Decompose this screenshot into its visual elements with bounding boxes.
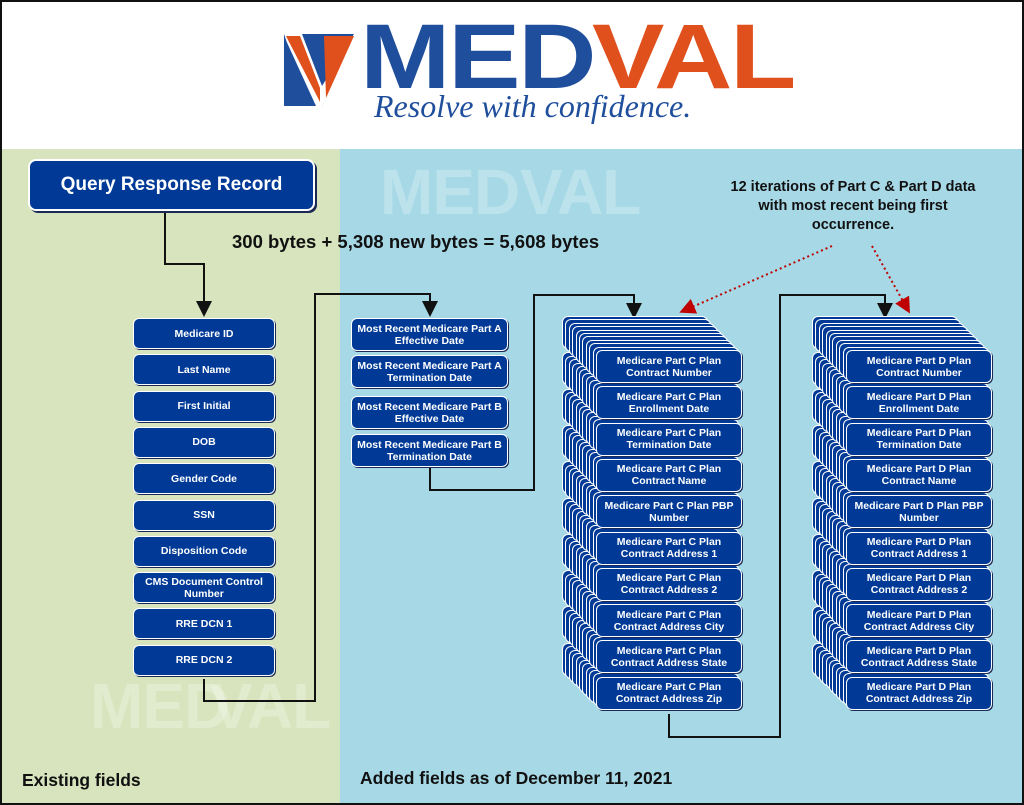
part-c-field-box: Medicare Part C Plan Enrollment Date [596, 386, 742, 420]
existing-field-box: RRE DCN 2 [133, 644, 275, 676]
part-d-field-box: Medicare Part D Plan Contract Number [846, 350, 992, 383]
part-c-field-box: Medicare Part C Plan PBP Number [596, 495, 742, 529]
part-d-field-box: Medicare Part D Plan Contract Address 2 [846, 567, 992, 601]
watermark-logo: MED [90, 670, 230, 742]
existing-field-box: SSN [133, 499, 275, 531]
logo-val-text: VAL [592, 6, 796, 108]
part-d-field-box: Medicare Part D Plan PBP Number [846, 495, 992, 529]
connector-fields-to-ab [203, 293, 438, 702]
existing-field-box: RRE DCN 1 [133, 608, 275, 640]
existing-field-box: Medicare ID [133, 318, 275, 349]
part-c-field-box: Medicare Part C Plan Contract Address St… [596, 640, 742, 674]
callout-arrow-part-d [871, 245, 910, 314]
added-fields-label: Added fields as of December 11, 2021 [360, 768, 673, 788]
part-c-field-box: Medicare Part C Plan Termination Date [596, 422, 742, 456]
part-d-field-box: Medicare Part D Plan Contract Address Zi… [846, 676, 992, 710]
logo-tagline: Resolve with confidence. [374, 88, 692, 124]
logo-med-text: MED [360, 6, 597, 108]
part-c-field-box: Medicare Part C Plan Contract Name [596, 458, 742, 492]
part-d-field-box: Medicare Part D Plan Contract Address 1 [846, 531, 992, 565]
header: MED VAL Resolve with confidence. [2, 2, 1022, 149]
watermark-logo: MED [380, 156, 520, 228]
connector-query-to-fields [164, 211, 212, 317]
existing-field-box: DOB [133, 426, 275, 458]
part-d-field-box: Medicare Part D Plan Contract Address St… [846, 640, 992, 674]
part-d-field-box: Medicare Part D Plan Termination Date [846, 422, 992, 456]
callout-arrow-part-c [679, 245, 833, 314]
existing-fields-label: Existing fields [22, 770, 141, 790]
part-d-field-box: Medicare Part D Plan Contract Address Ci… [846, 604, 992, 638]
query-response-record-box: Query Response Record [28, 159, 315, 211]
bytes-note: 300 bytes + 5,308 new bytes = 5,608 byte… [232, 231, 600, 252]
part-c-field-box: Medicare Part C Plan Contract Address 2 [596, 567, 742, 601]
part-d-field-box: Medicare Part D Plan Enrollment Date [846, 386, 992, 420]
part-c-field-box: Medicare Part C Plan Contract Number [596, 350, 742, 383]
existing-field-box: Last Name [133, 354, 275, 386]
watermark-logo: VAL [520, 156, 641, 228]
watermark-logo: VAL [210, 670, 331, 742]
connector-ab-to-partc [429, 294, 642, 491]
existing-field-box: Gender Code [133, 463, 275, 495]
existing-field-box: Disposition Code [133, 535, 275, 567]
existing-field-box: First Initial [133, 390, 275, 422]
iterations-note: 12 iterations of Part C & Part D data wi… [730, 179, 976, 233]
medval-v-logo-icon [284, 34, 354, 106]
connector-partc-to-partd [668, 294, 893, 738]
part-d-field-box: Medicare Part D Plan Contract Name [846, 458, 992, 492]
medicare-ab-field-box: Most Recent Medicare Part B Effective Da… [351, 396, 508, 429]
medicare-ab-field-box: Most Recent Medicare Part B Termination … [351, 434, 508, 467]
medicare-ab-field-box: Most Recent Medicare Part A Termination … [351, 355, 508, 388]
medicare-ab-field-box: Most Recent Medicare Part A Effective Da… [351, 318, 508, 351]
part-c-field-box: Medicare Part C Plan Contract Address Zi… [596, 676, 742, 710]
existing-field-box: CMS Document Control Number [133, 572, 275, 604]
part-c-field-box: Medicare Part C Plan Contract Address 1 [596, 531, 742, 565]
part-c-field-box: Medicare Part C Plan Contract Address Ci… [596, 604, 742, 638]
